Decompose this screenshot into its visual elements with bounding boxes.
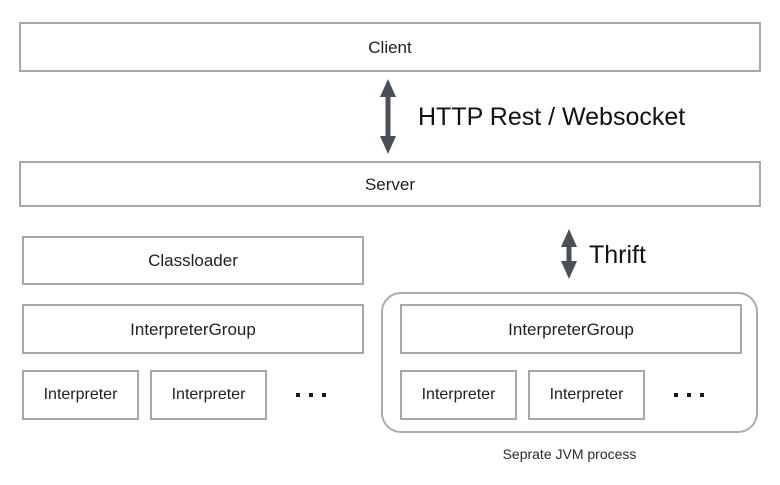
- node-interpreter-left-2: Interpreter: [150, 370, 267, 420]
- double-arrow-icon-http: [380, 79, 396, 154]
- node-interpreter-group-right-label: InterpreterGroup: [508, 319, 634, 339]
- node-interpreter-right-1: Interpreter: [400, 370, 517, 420]
- node-interpreter-left-2-label: Interpreter: [171, 386, 246, 403]
- ellipsis-dot: [700, 393, 704, 397]
- container-caption-separate-jvm-process: Seprate JVM process: [502, 446, 637, 462]
- container-separate-jvm-process: [381, 292, 758, 433]
- node-classloader: Classloader: [22, 236, 364, 285]
- node-interpreter-group-left: InterpreterGroup: [22, 304, 364, 354]
- ellipsis-dot: [674, 393, 678, 397]
- node-interpreter-group-right: InterpreterGroup: [400, 304, 742, 354]
- node-interpreter-right-1-label: Interpreter: [421, 386, 496, 403]
- node-interpreter-right-2: Interpreter: [528, 370, 645, 420]
- ellipsis-dot: [687, 393, 691, 397]
- ellipsis-dot: [309, 393, 313, 397]
- node-server: Server: [19, 161, 761, 207]
- node-client: Client: [19, 22, 761, 72]
- node-server-label: Server: [364, 174, 416, 194]
- connector-label-thrift: Thrift: [589, 241, 646, 269]
- ellipsis-dot: [322, 393, 326, 397]
- node-interpreter-left-1: Interpreter: [22, 370, 139, 420]
- node-classloader-label: Classloader: [148, 251, 238, 270]
- node-interpreter-left-1-label: Interpreter: [43, 386, 118, 403]
- connector-label-http-rest-websocket: HTTP Rest / Websocket: [418, 103, 686, 131]
- ellipsis-dot: [296, 393, 300, 397]
- ellipsis-right: [674, 393, 704, 397]
- node-interpreter-right-2-label: Interpreter: [549, 386, 624, 403]
- node-interpreter-group-left-label: InterpreterGroup: [130, 319, 256, 339]
- double-arrow-icon-thrift: [561, 229, 577, 279]
- node-client-label: Client: [368, 37, 412, 57]
- ellipsis-left: [296, 393, 326, 397]
